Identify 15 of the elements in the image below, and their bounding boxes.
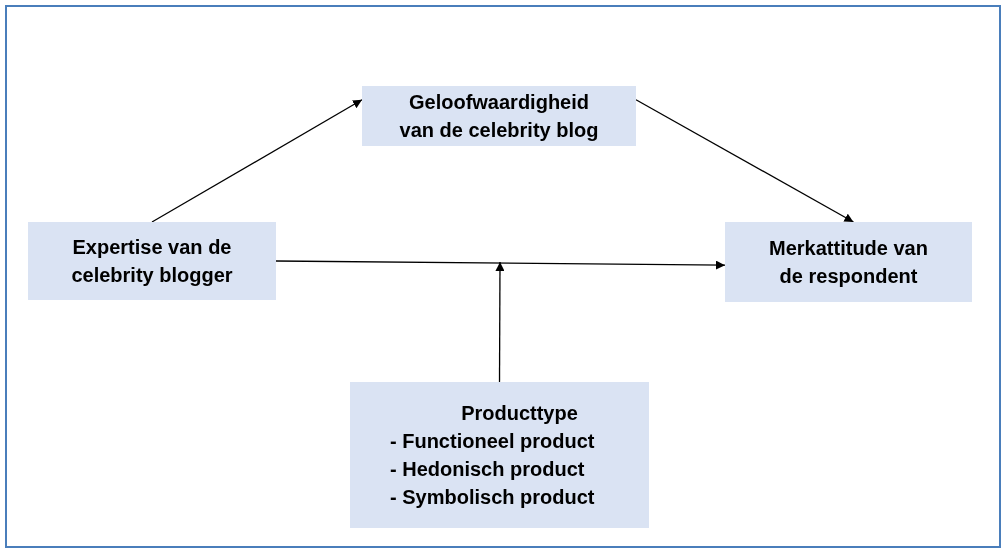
concept-box (28, 222, 276, 300)
concept-box (350, 382, 649, 528)
box-title: Expertise van de celebrity blogger (70, 235, 234, 288)
concept-box (725, 222, 972, 302)
box-title: Merkattitude van de respondent (768, 236, 929, 289)
list-item: - Functioneel product (390, 429, 595, 454)
box-title: Producttype (461, 401, 578, 426)
box-title: Geloofwaardigheid van de celebrity blog (398, 90, 600, 143)
arrow (275, 260, 726, 270)
arrow (635, 99, 855, 223)
list-item: - Symbolisch product (390, 485, 595, 510)
list-item: - Hedonisch product (390, 457, 585, 482)
moderator-arrow (495, 261, 505, 383)
concept-box (362, 86, 636, 146)
arrow (151, 99, 363, 223)
